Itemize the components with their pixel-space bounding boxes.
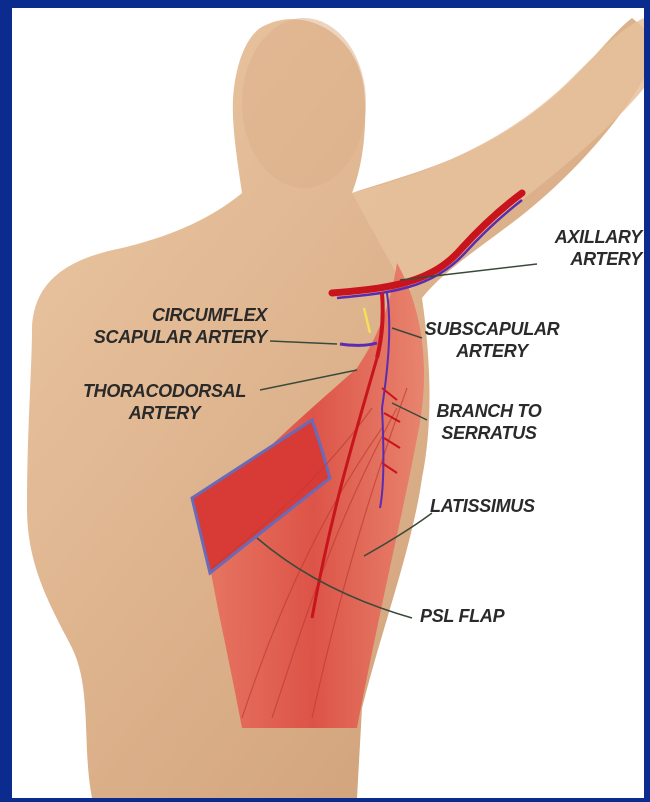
psl-flap-label: PSL FLAP xyxy=(420,605,540,627)
head xyxy=(242,18,366,188)
thoracodorsal-artery-label: THORACODORSAL ARTERY xyxy=(72,380,257,424)
circumflex-scapular-artery-label: CIRCUMFLEX SCAPULAR ARTERY xyxy=(92,304,267,348)
illustration-panel: AXILLARY ARTERY CIRCUMFLEX SCAPULAR ARTE… xyxy=(12,8,644,798)
branch-to-serratus-label: BRANCH TO SERRATUS xyxy=(424,400,554,444)
latissimus-label: LATISSIMUS xyxy=(430,495,570,517)
axillary-artery-label: AXILLARY ARTERY xyxy=(532,226,642,270)
subscapular-artery-label: SUBSCAPULAR ARTERY xyxy=(417,318,567,362)
